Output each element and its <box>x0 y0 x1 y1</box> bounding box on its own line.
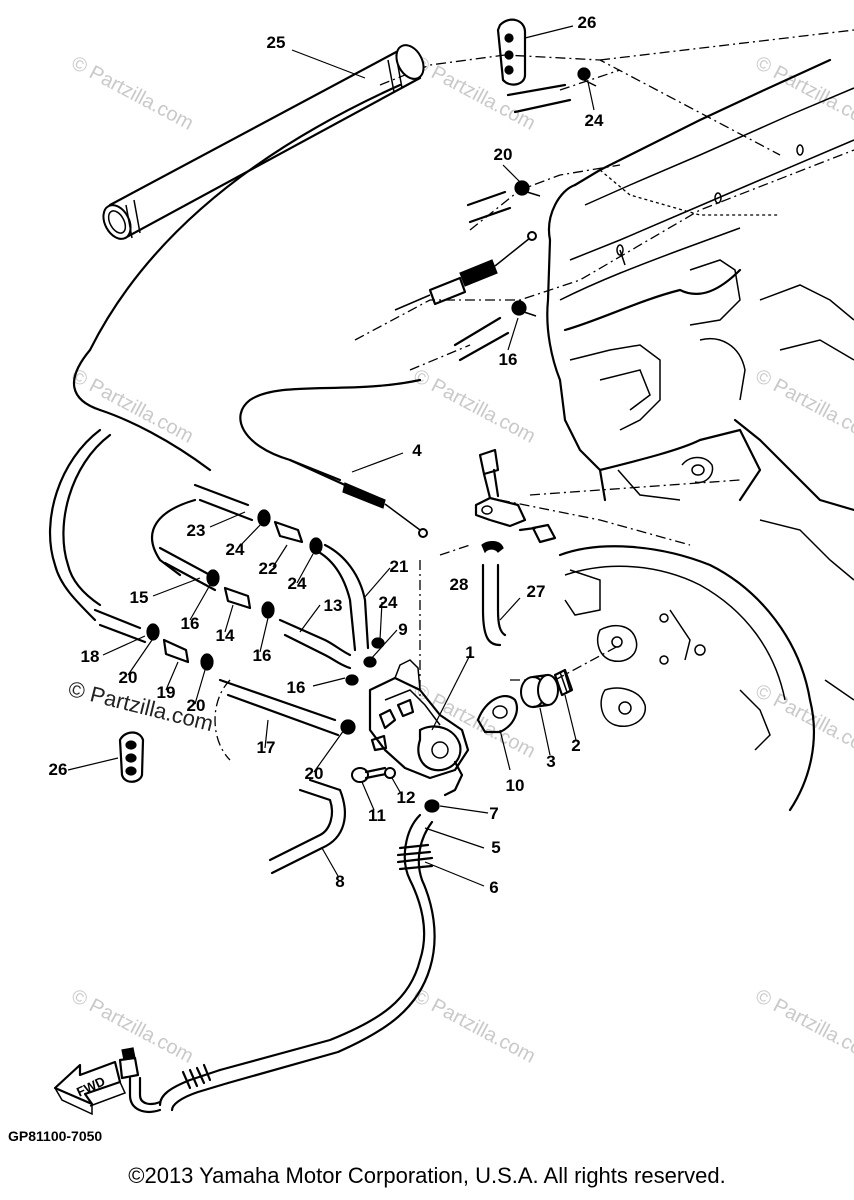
callout-24-right: 24 <box>378 593 398 612</box>
callout-26-bottom: 26 <box>48 760 68 779</box>
callout-16-top: 16 <box>498 350 518 369</box>
callout-8: 8 <box>335 872 345 891</box>
callout-15: 15 <box>129 588 149 607</box>
callout-21: 21 <box>389 557 409 576</box>
callout-28: 28 <box>449 575 469 594</box>
part-11-bolt <box>351 766 388 783</box>
callout-3: 3 <box>546 752 556 771</box>
callout-20-left: 20 <box>118 668 138 687</box>
callout-19: 18 <box>80 647 100 666</box>
callout-23: 23 <box>186 521 206 540</box>
callout-5: 5 <box>491 838 501 857</box>
callout-24-mid: 24 <box>287 574 307 593</box>
callout-1: 1 <box>465 643 475 662</box>
callout-11: 11 <box>368 806 386 825</box>
callout-4: 4 <box>412 441 422 460</box>
callout-16-left: 16 <box>180 614 200 633</box>
callout-17: 17 <box>256 738 276 757</box>
leader-lines <box>67 25 595 887</box>
callout-9: 9 <box>398 620 408 639</box>
callout-10: 10 <box>505 776 525 795</box>
callout-25: 25 <box>266 33 286 52</box>
callout-26-top: 26 <box>577 13 597 32</box>
callout-20-mid: 20 <box>186 696 206 715</box>
copyright-notice: ©2013 Yamaha Motor Corporation, U.S.A. A… <box>128 1163 726 1188</box>
callout-24-left: 24 <box>225 540 245 559</box>
part-1-oil-pump <box>368 659 470 797</box>
callout-20-top: 20 <box>493 145 513 164</box>
callout-13: 13 <box>323 596 343 615</box>
bracket <box>474 448 557 544</box>
diagram-code: GP81100-7050 <box>8 1128 103 1144</box>
part-25-sleeve <box>102 44 425 240</box>
callout-18: 19 <box>156 683 176 702</box>
callout-27: 27 <box>526 582 546 601</box>
crankcase <box>558 418 854 812</box>
part-10-gasket <box>476 695 518 734</box>
part-2-shaft-seal <box>553 668 574 697</box>
part-3-coupling <box>520 673 559 709</box>
callout-16-pump: 16 <box>286 678 306 697</box>
callout-2: 2 <box>571 736 581 755</box>
callout-7: 7 <box>489 804 499 823</box>
fwd-fitting <box>53 1047 162 1116</box>
part-4-cable <box>288 231 537 538</box>
part-26-clip-top <box>496 18 527 86</box>
springs <box>181 843 434 1090</box>
callout-14: 14 <box>215 626 235 645</box>
callout-16-mid: 16 <box>252 646 272 665</box>
callout-12: 12 <box>396 788 416 807</box>
clamps <box>146 67 597 813</box>
callout-22: 22 <box>258 559 278 578</box>
engine-block <box>546 58 854 502</box>
assembly-lines <box>214 29 854 761</box>
callout-24-top: 24 <box>584 111 604 130</box>
part-26-clip-bottom <box>118 731 145 783</box>
hoses <box>48 83 572 1112</box>
part-12-washer <box>384 767 396 779</box>
callout-6: 6 <box>489 878 499 897</box>
callout-20-bottom: 20 <box>304 764 324 783</box>
